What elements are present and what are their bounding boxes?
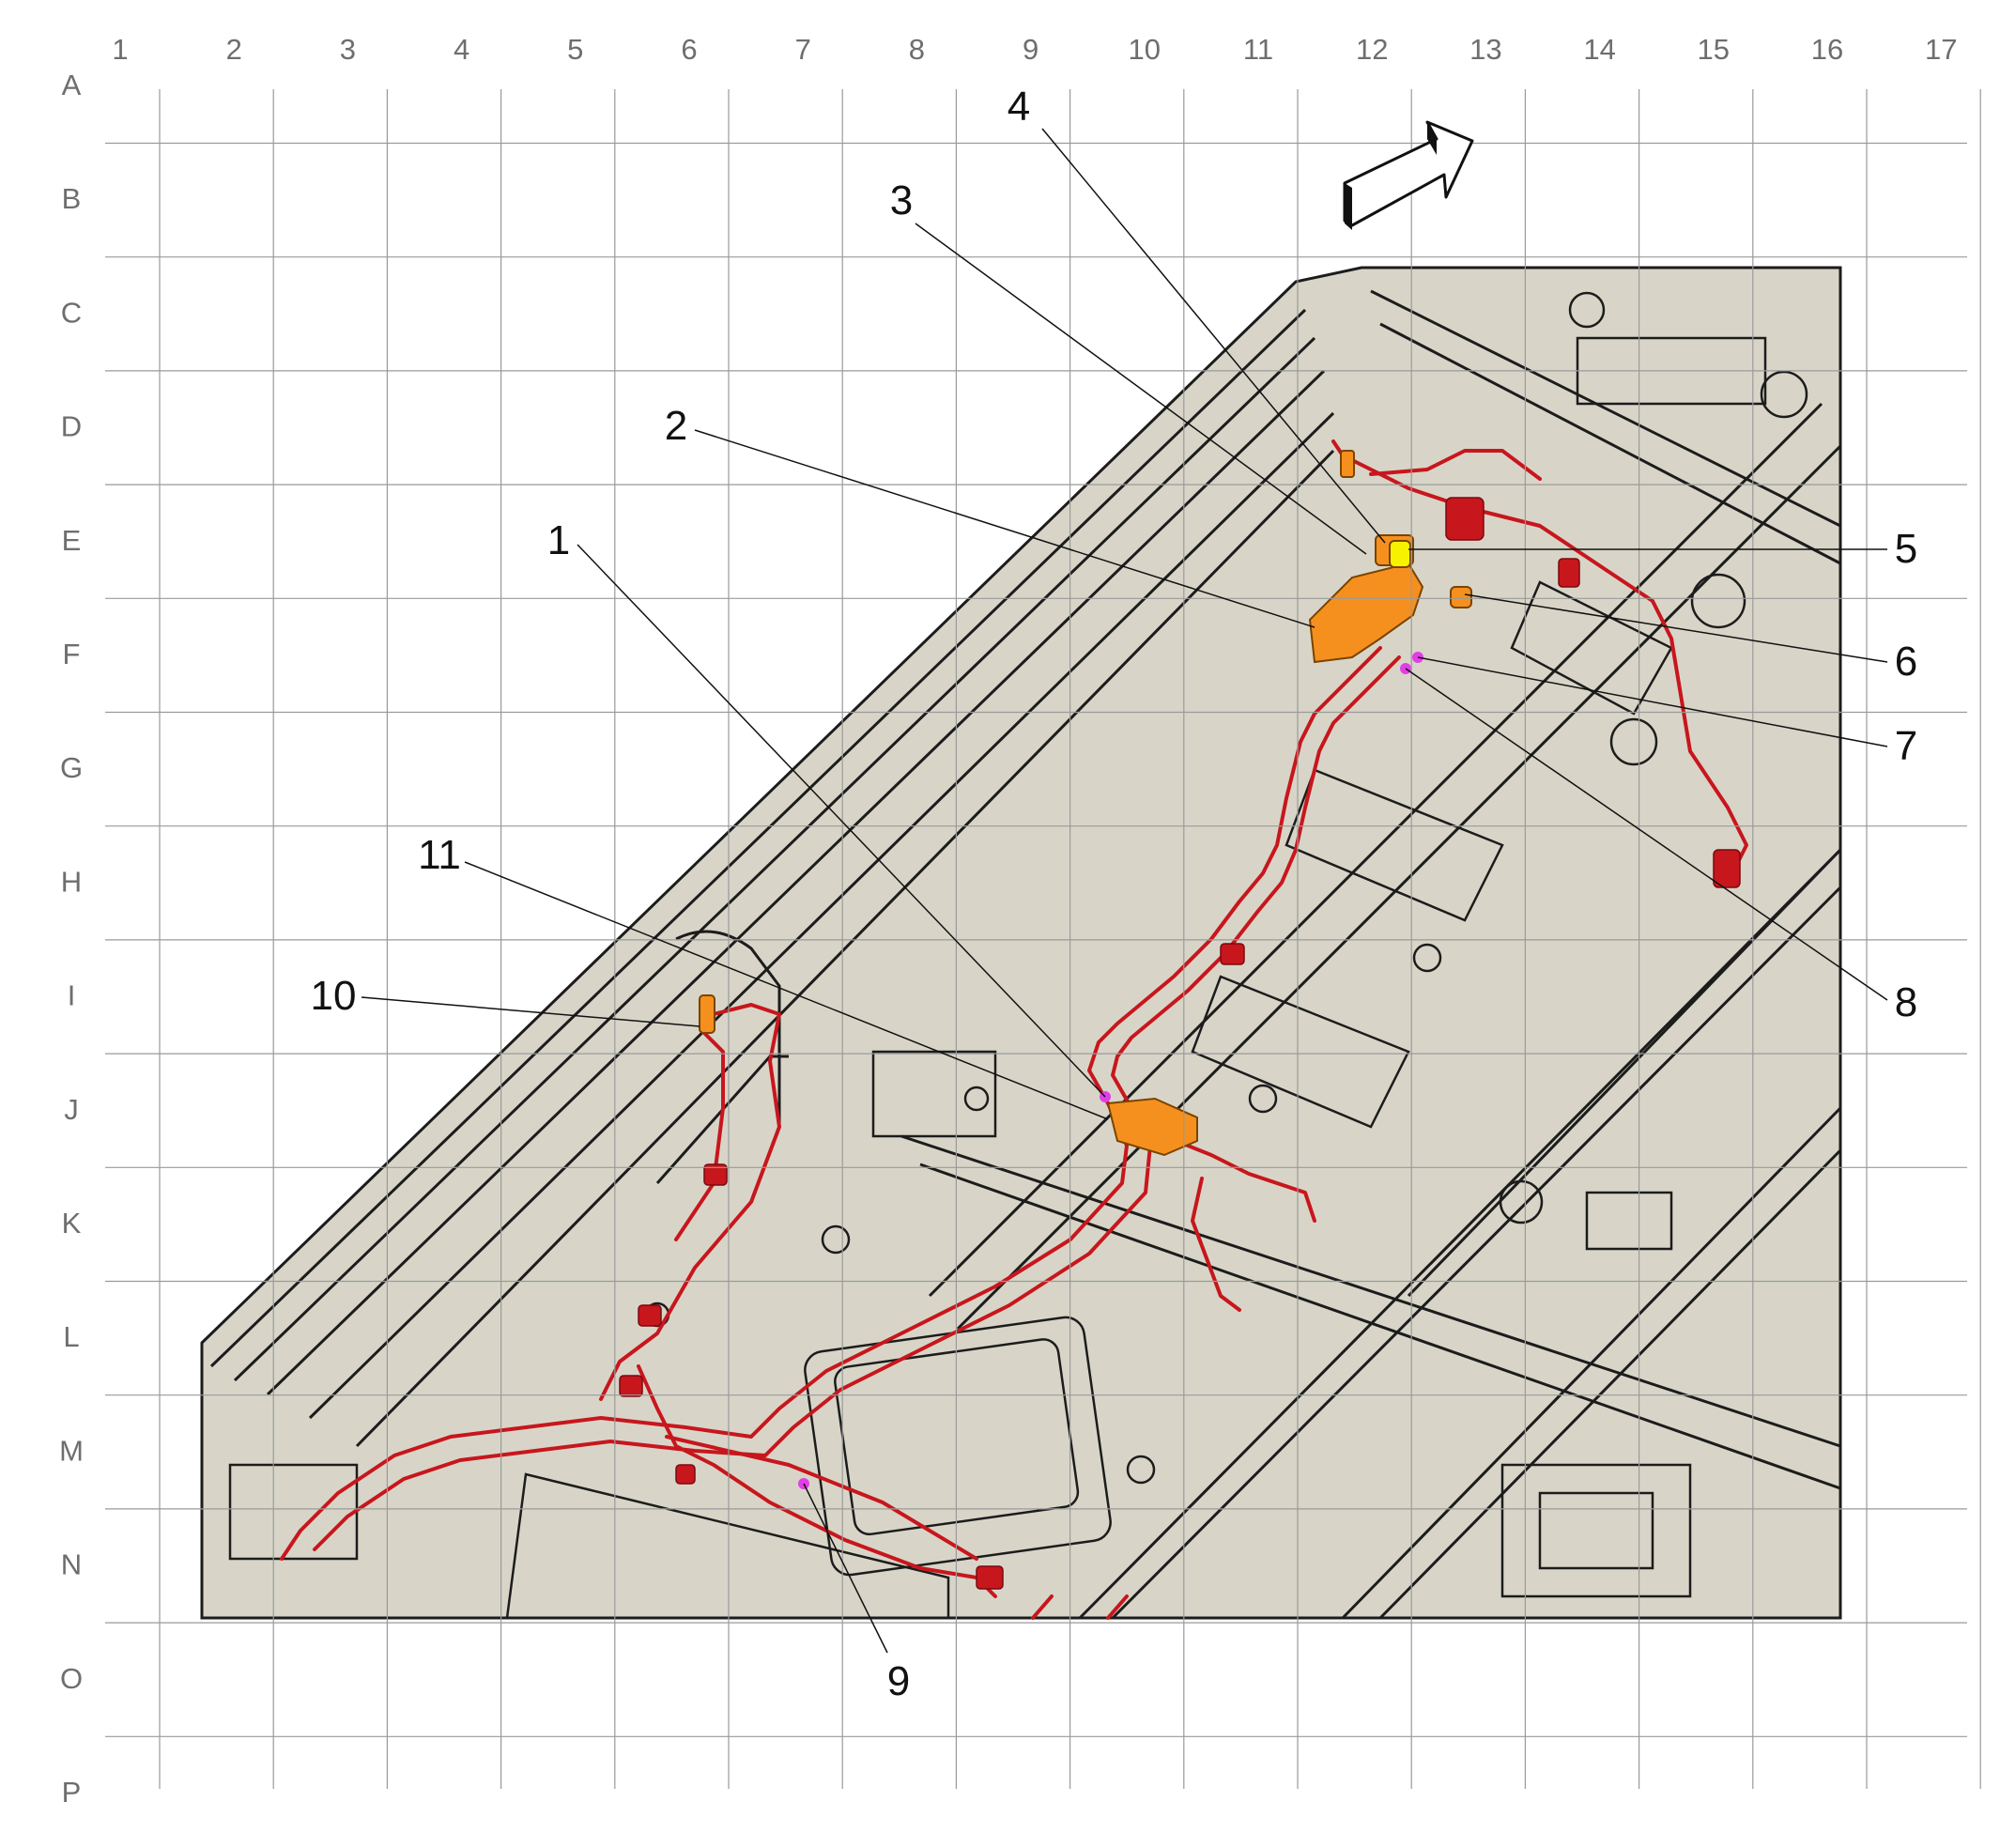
grid-row-label: E (62, 524, 82, 557)
grid-column-label: 4 (454, 33, 469, 66)
grid-row-label: F (63, 638, 81, 670)
grid-row-label: A (62, 69, 82, 101)
relay-small (1450, 586, 1472, 608)
callout-9: 9 (887, 1658, 910, 1704)
grid-row-label: M (59, 1434, 84, 1467)
connector-yellow (1389, 540, 1411, 568)
grid-column-label: 8 (909, 33, 925, 66)
grid-column-label: 3 (340, 33, 356, 66)
callout-11: 11 (418, 832, 461, 878)
grid-column-label: 17 (1925, 33, 1957, 66)
callout-6: 6 (1895, 639, 1917, 685)
grid-row-label: J (64, 1093, 79, 1126)
grid-column-label: 6 (681, 33, 697, 66)
grid-column-label: 9 (1023, 33, 1038, 66)
callout-4: 4 (1008, 84, 1030, 130)
sill-rails (209, 308, 1335, 1448)
callout-8: 8 (1895, 979, 1917, 1025)
grid-row-label: H (61, 865, 82, 898)
grid-column-label: 7 (795, 33, 811, 66)
direction-arrow-icon (1343, 120, 1474, 230)
callout-5: 5 (1895, 526, 1917, 572)
callout-3: 3 (890, 177, 913, 223)
grid-row-label: I (68, 979, 76, 1012)
floor-pans (228, 291, 1808, 1620)
grid-column-label: 2 (226, 33, 242, 66)
callout-7: 7 (1895, 723, 1917, 769)
grid-row-label: G (60, 751, 83, 784)
module-assembly-center (1106, 1097, 1198, 1157)
callout-1: 1 (547, 517, 570, 563)
highlighted-components (699, 450, 1472, 1157)
harness-connectors (619, 497, 1741, 1590)
underbody-panel (200, 266, 1842, 1620)
vehicle-underbody (200, 266, 1842, 1620)
connector-upper-left (1340, 450, 1355, 478)
grid-row-label: B (62, 182, 82, 215)
module-assembly-upper (1308, 562, 1424, 664)
grid-column-label: 10 (1129, 33, 1161, 66)
grid-column-label: 5 (567, 33, 583, 66)
grid-row-label: O (60, 1662, 83, 1695)
grid-row-label: N (61, 1548, 82, 1581)
grid-row-label: C (61, 296, 82, 329)
grid-column-label: 1 (112, 33, 128, 66)
grid-column-label: 13 (1469, 33, 1501, 66)
grid-row-label: L (63, 1320, 79, 1353)
grid-column-label: 14 (1583, 33, 1615, 66)
grid-column-label: 16 (1811, 33, 1843, 66)
callout-leaders (361, 128, 1888, 1654)
grid-row-label: P (62, 1776, 82, 1809)
grid-column-label: 15 (1698, 33, 1730, 66)
grid-column-label: 11 (1243, 33, 1273, 66)
reference-grid (105, 89, 1981, 1789)
grid-row-label: K (62, 1207, 82, 1240)
grid-column-label: 12 (1356, 33, 1388, 66)
frame-members (900, 289, 1842, 1620)
callout-10: 10 (311, 973, 357, 1019)
grid-row-label: D (61, 410, 82, 443)
callout-labels: 1 2 3 4 5 6 7 8 9 10 11 (311, 84, 1918, 1704)
wiring-harness (280, 439, 1748, 1620)
grid-row-labels: A B C D E F G H I J K L M N O P (59, 69, 84, 1809)
callout-2: 2 (665, 403, 687, 449)
connector-left (699, 994, 715, 1034)
